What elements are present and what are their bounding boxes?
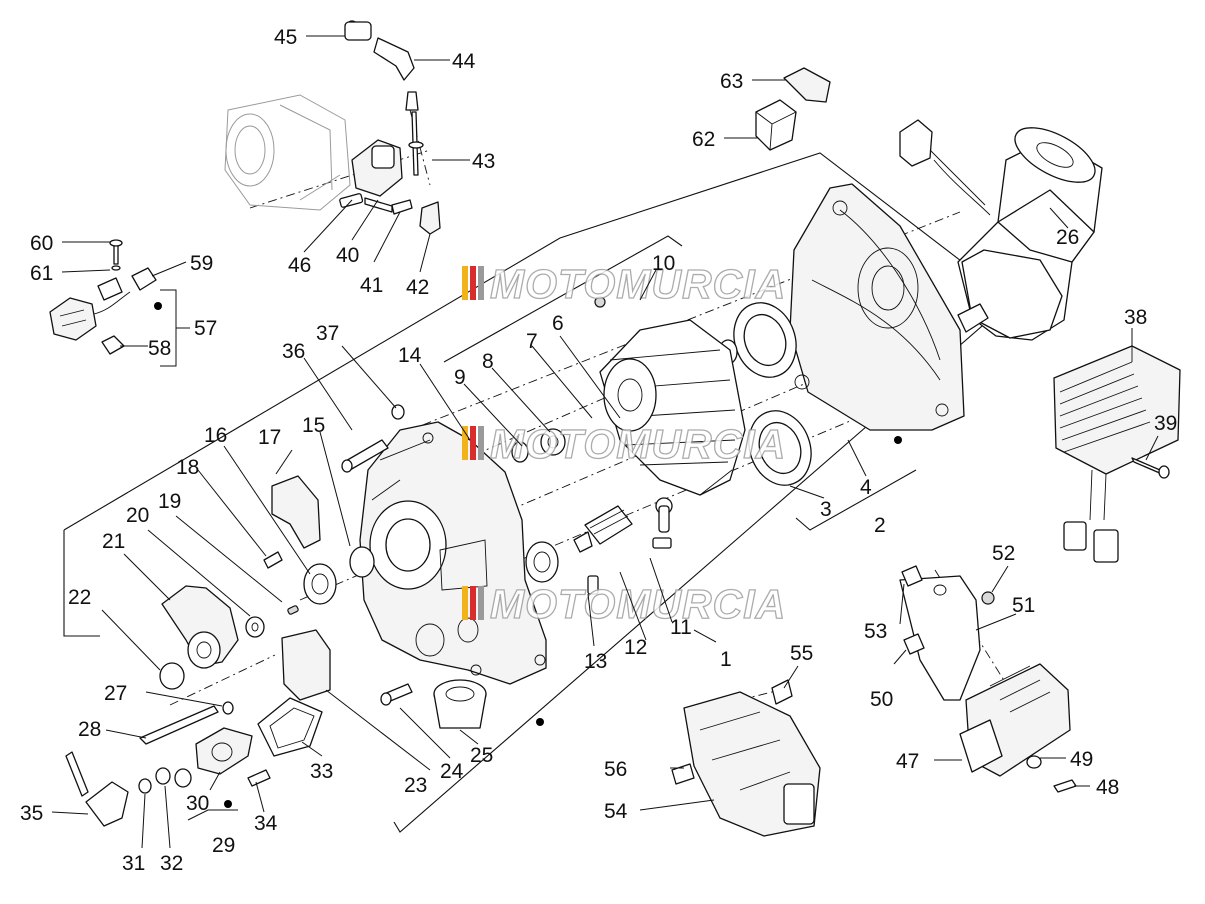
callout-52: 52 bbox=[992, 542, 1015, 565]
voltage-regulator bbox=[1053, 345, 1181, 563]
callout-8: 8 bbox=[482, 350, 494, 373]
callout-42: 42 bbox=[406, 276, 429, 299]
callout-63: 63 bbox=[720, 70, 743, 93]
callout-11: 11 bbox=[670, 616, 692, 639]
relay-assembly bbox=[755, 67, 831, 151]
watermark-bottom: MOTOMURCIA bbox=[462, 580, 786, 628]
control-unit-54 bbox=[671, 679, 821, 837]
callout-36: 36 bbox=[282, 340, 305, 363]
watermark-top: MOTOMURCIA bbox=[462, 260, 786, 308]
callout-14: 14 bbox=[398, 344, 422, 367]
callout-15: 15 bbox=[302, 414, 325, 437]
bracket-17 bbox=[271, 475, 321, 549]
flywheel-cover bbox=[789, 183, 965, 431]
callout-30: 30 bbox=[186, 792, 209, 815]
seal-washer-set bbox=[245, 546, 375, 638]
callout-54: 54 bbox=[604, 800, 628, 823]
callout-47: 47 bbox=[896, 750, 919, 773]
callout-33: 33 bbox=[310, 760, 333, 783]
callout-9: 9 bbox=[454, 366, 466, 389]
spacer-block bbox=[281, 629, 331, 701]
injector-assembly bbox=[339, 20, 441, 235]
callout-28: 28 bbox=[78, 718, 101, 741]
throttle-body bbox=[224, 94, 351, 211]
starter-motor bbox=[899, 119, 1103, 341]
callout-4: 4 bbox=[860, 476, 872, 499]
callout-55: 55 bbox=[790, 642, 813, 665]
rotor bbox=[599, 319, 746, 496]
callout-51: 51 bbox=[1012, 594, 1035, 617]
callout-60: 60 bbox=[30, 232, 53, 255]
callout-32: 32 bbox=[160, 852, 183, 875]
svg-text:MOTOMURCIA: MOTOMURCIA bbox=[490, 581, 786, 627]
callout-53: 53 bbox=[864, 620, 887, 643]
callout-39: 39 bbox=[1154, 412, 1177, 435]
callout-29: 29 bbox=[212, 834, 235, 857]
callout-6: 6 bbox=[552, 312, 564, 335]
callout-12: 12 bbox=[624, 636, 647, 659]
callout-24: 24 bbox=[440, 760, 464, 783]
callout-labels: 45 44 43 46 40 41 42 60 61 59 57 58 63 6… bbox=[20, 26, 1177, 875]
callout-50: 50 bbox=[870, 688, 893, 711]
svg-text:MOTOMURCIA: MOTOMURCIA bbox=[490, 421, 786, 467]
callout-38: 38 bbox=[1124, 306, 1147, 329]
callout-61: 61 bbox=[30, 262, 53, 285]
callout-23: 23 bbox=[404, 774, 427, 797]
callout-16: 16 bbox=[204, 424, 227, 447]
callout-49: 49 bbox=[1070, 748, 1093, 771]
callout-27: 27 bbox=[104, 682, 127, 705]
watermark-middle: MOTOMURCIA bbox=[462, 420, 786, 468]
callout-17: 17 bbox=[258, 426, 281, 449]
callout-26: 26 bbox=[1056, 226, 1079, 249]
callout-1: 1 bbox=[720, 648, 732, 671]
oil-pump-assembly bbox=[65, 697, 323, 827]
callout-44: 44 bbox=[452, 50, 476, 73]
assembly-frames bbox=[63, 152, 1013, 833]
callout-59: 59 bbox=[190, 252, 213, 275]
filter-housing bbox=[380, 679, 487, 729]
callout-35: 35 bbox=[20, 802, 43, 825]
callout-40: 40 bbox=[336, 244, 359, 267]
callout-10: 10 bbox=[652, 252, 675, 275]
callout-3: 3 bbox=[820, 498, 832, 521]
callout-56: 56 bbox=[604, 758, 627, 781]
callout-41: 41 bbox=[360, 274, 383, 297]
callout-48: 48 bbox=[1096, 776, 1119, 799]
svg-text:MOTOMURCIA: MOTOMURCIA bbox=[490, 261, 786, 307]
callout-58: 58 bbox=[148, 337, 171, 360]
callout-19: 19 bbox=[158, 490, 181, 513]
callout-21: 21 bbox=[102, 530, 125, 553]
callout-2: 2 bbox=[874, 514, 886, 537]
callout-45: 45 bbox=[274, 26, 297, 49]
small-parts bbox=[486, 285, 673, 595]
callout-20: 20 bbox=[126, 504, 149, 527]
callout-13: 13 bbox=[584, 650, 607, 673]
callout-22: 22 bbox=[68, 586, 91, 609]
callout-25: 25 bbox=[470, 744, 493, 767]
callout-57: 57 bbox=[194, 317, 217, 340]
callout-37: 37 bbox=[316, 322, 339, 345]
control-unit-47 bbox=[959, 663, 1077, 793]
callout-46: 46 bbox=[288, 254, 311, 277]
callout-31: 31 bbox=[122, 852, 145, 875]
bearing-set bbox=[733, 302, 812, 486]
reference-bullets bbox=[536, 436, 902, 726]
leader-lines bbox=[51, 35, 1159, 849]
connector-assembly bbox=[49, 239, 162, 355]
bolt-36 bbox=[341, 404, 405, 473]
callout-62: 62 bbox=[692, 128, 715, 151]
pump-cover bbox=[159, 585, 239, 690]
callout-7: 7 bbox=[526, 330, 538, 353]
callout-43: 43 bbox=[472, 150, 495, 173]
callout-18: 18 bbox=[176, 456, 199, 479]
ecu-bracket bbox=[899, 565, 995, 701]
crankcase-cover bbox=[359, 421, 547, 685]
callout-34: 34 bbox=[254, 812, 278, 835]
